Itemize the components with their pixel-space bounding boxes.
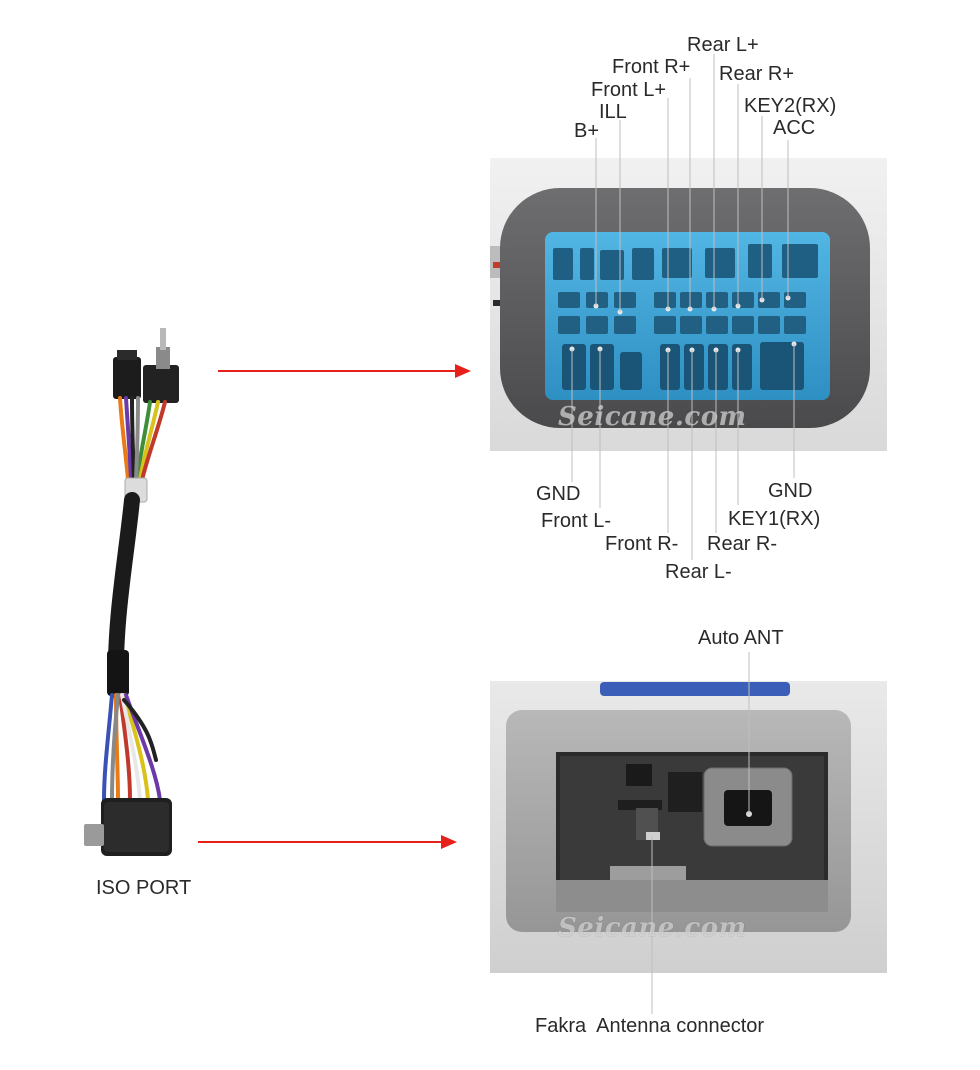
pin-label-gnd-right: GND — [768, 480, 813, 502]
pin-label-rear-l-minus: Rear L- — [665, 561, 732, 583]
iso-port-label: ISO PORT — [96, 877, 192, 899]
pin-label-rear-l-plus: Rear L+ — [687, 34, 759, 56]
pin-label-acc: ACC — [773, 117, 816, 139]
watermark-main-connector: Seicane.com — [558, 402, 747, 432]
pin-label-rear-r-plus: Rear R+ — [719, 63, 795, 85]
pin-label-front-l-minus: Front L- — [541, 510, 612, 532]
pin-label-front-r-minus: Front R- — [605, 533, 679, 555]
watermark-antenna-connector: Seicane.com — [558, 913, 747, 943]
pin-label-front-r-plus: Front R+ — [612, 56, 691, 78]
auto-ant-label: Auto ANT — [698, 627, 784, 649]
pin-label-key1-rx: KEY1(RX) — [728, 508, 821, 530]
pin-label-gnd-left: GND — [536, 483, 581, 505]
pin-label-rear-r-minus: Rear R- — [707, 533, 778, 555]
pin-label-b-plus: B+ — [574, 120, 600, 142]
pin-label-ill: ILL — [599, 101, 627, 123]
fakra-antenna-connector-label: Fakra Antenna connector — [535, 1015, 765, 1037]
pin-label-front-l-plus: Front L+ — [591, 79, 667, 101]
pin-label-key2-rx: KEY2(RX) — [744, 95, 837, 117]
